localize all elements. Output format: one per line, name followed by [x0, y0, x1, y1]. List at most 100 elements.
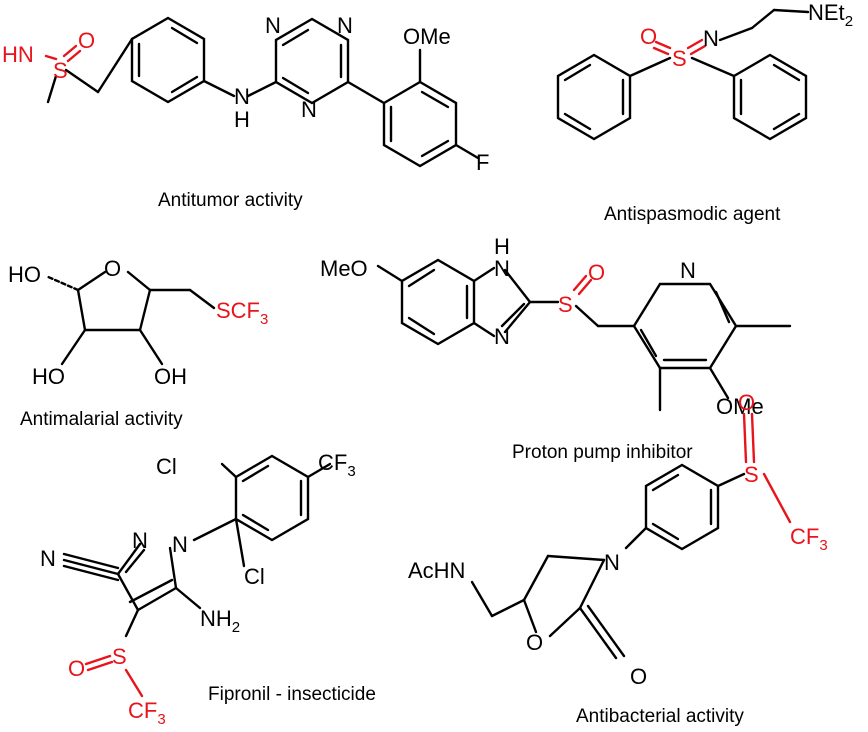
- bond: [376, 264, 404, 283]
- label-hn: HN: [2, 42, 34, 67]
- label-ring-o: O: [526, 630, 543, 655]
- label-o: O: [78, 28, 95, 53]
- bond: [60, 328, 87, 366]
- bond: [44, 274, 80, 292]
- bond: [62, 44, 78, 58]
- bond: [750, 8, 776, 30]
- label-s: S: [744, 462, 759, 487]
- label-ome: OMe: [403, 24, 451, 49]
- bond: [62, 558, 120, 576]
- bond: [420, 139, 450, 158]
- caption-antispasmodic: Antispasmodic agent: [604, 204, 781, 225]
- label-pyridine-n: N: [680, 258, 696, 283]
- molecule-antibacterial: AcHN N O O O S CF3 Antibacterial activit…: [408, 390, 828, 727]
- bond: [686, 38, 704, 50]
- bond: [714, 290, 731, 324]
- bond: [762, 472, 792, 524]
- bond: [124, 608, 140, 638]
- label-imine-n: N: [703, 26, 719, 51]
- bond: [126, 270, 152, 292]
- bond: [76, 288, 87, 332]
- bond: [624, 526, 648, 550]
- label-s: S: [672, 46, 687, 71]
- molecule-ppi: MeO N H N S O N OMe Proton pump inhibito…: [320, 234, 792, 463]
- label-triazine-n1: N: [265, 13, 281, 38]
- bond: [652, 46, 670, 56]
- label-nitrile-n: N: [40, 546, 56, 571]
- label-o: O: [640, 24, 657, 49]
- bond: [651, 473, 680, 492]
- bond: [454, 143, 480, 160]
- bond: [170, 75, 199, 94]
- bond: [742, 412, 748, 464]
- bond: [578, 558, 606, 610]
- bond: [772, 8, 810, 14]
- bond: [64, 68, 100, 94]
- label-carbonyl-o: O: [630, 664, 647, 689]
- label-ring-n: N: [604, 550, 620, 575]
- label-f: F: [476, 150, 489, 175]
- label-net2: NEt2: [808, 0, 853, 30]
- bond: [578, 606, 618, 660]
- molecule-antitumor: HN S O N N N N H OMe F Antitumor activit…: [2, 13, 489, 211]
- bond: [124, 668, 144, 698]
- label-nh-h: H: [494, 234, 510, 259]
- bond: [750, 412, 756, 464]
- bond: [84, 654, 112, 666]
- bond: [574, 304, 600, 328]
- label-nh-n: N: [494, 256, 510, 281]
- bond: [708, 366, 730, 400]
- label-o: O: [588, 260, 605, 285]
- bond: [577, 278, 593, 296]
- bond: [772, 112, 801, 131]
- label-s: S: [112, 644, 127, 669]
- antibacterial-phenyl-ring: [644, 463, 720, 551]
- bond: [500, 302, 526, 328]
- bond: [472, 266, 496, 283]
- caption-fipronil: Fipronil - insecticide: [208, 684, 376, 705]
- caption-ppi: Proton pump inhibitor: [512, 442, 693, 463]
- label-pyrazole-n1: N: [132, 528, 148, 553]
- label-s: S: [53, 58, 68, 83]
- bond: [546, 554, 606, 562]
- label-s: S: [558, 292, 573, 317]
- ppi-benzo-ring: [400, 258, 476, 346]
- bond: [170, 26, 199, 45]
- label-amine-n: N: [234, 84, 250, 109]
- label-oh: OH: [154, 364, 187, 389]
- molecule-fipronil: Cl CF3 N N N Cl NH2 O S CF3 Fipronil - i…: [40, 450, 376, 728]
- bond: [168, 546, 178, 590]
- label-cf3-sulfinyl: CF3: [128, 698, 166, 728]
- bond: [420, 90, 450, 109]
- bond: [138, 328, 164, 366]
- bond: [128, 578, 174, 604]
- bond: [628, 56, 672, 78]
- label-o: O: [68, 656, 85, 681]
- bond: [346, 80, 386, 105]
- label-cf3: CF3: [790, 524, 828, 554]
- bond: [192, 517, 238, 542]
- antispasmodic-right-ring: [732, 53, 808, 141]
- label-triazine-n2: N: [337, 13, 353, 38]
- bond: [689, 44, 707, 56]
- label-ring-o: O: [104, 256, 121, 281]
- bond: [572, 274, 588, 292]
- bond: [718, 26, 754, 42]
- bond: [116, 572, 140, 612]
- label-scf3: SCF3: [216, 298, 268, 328]
- bond: [586, 604, 626, 658]
- bond: [188, 288, 216, 310]
- bond: [241, 464, 270, 483]
- molecule-antispasmodic: O S N NEt2 Antispasmodic agent: [556, 0, 853, 225]
- bond: [654, 40, 672, 50]
- bond: [548, 606, 582, 638]
- label-amine-h: H: [234, 107, 250, 132]
- bond: [76, 270, 107, 292]
- bond: [46, 74, 58, 104]
- label-imidazole-n: N: [494, 324, 510, 349]
- bond: [407, 268, 436, 288]
- bond: [772, 63, 801, 82]
- bond: [522, 554, 550, 602]
- bond: [96, 37, 134, 94]
